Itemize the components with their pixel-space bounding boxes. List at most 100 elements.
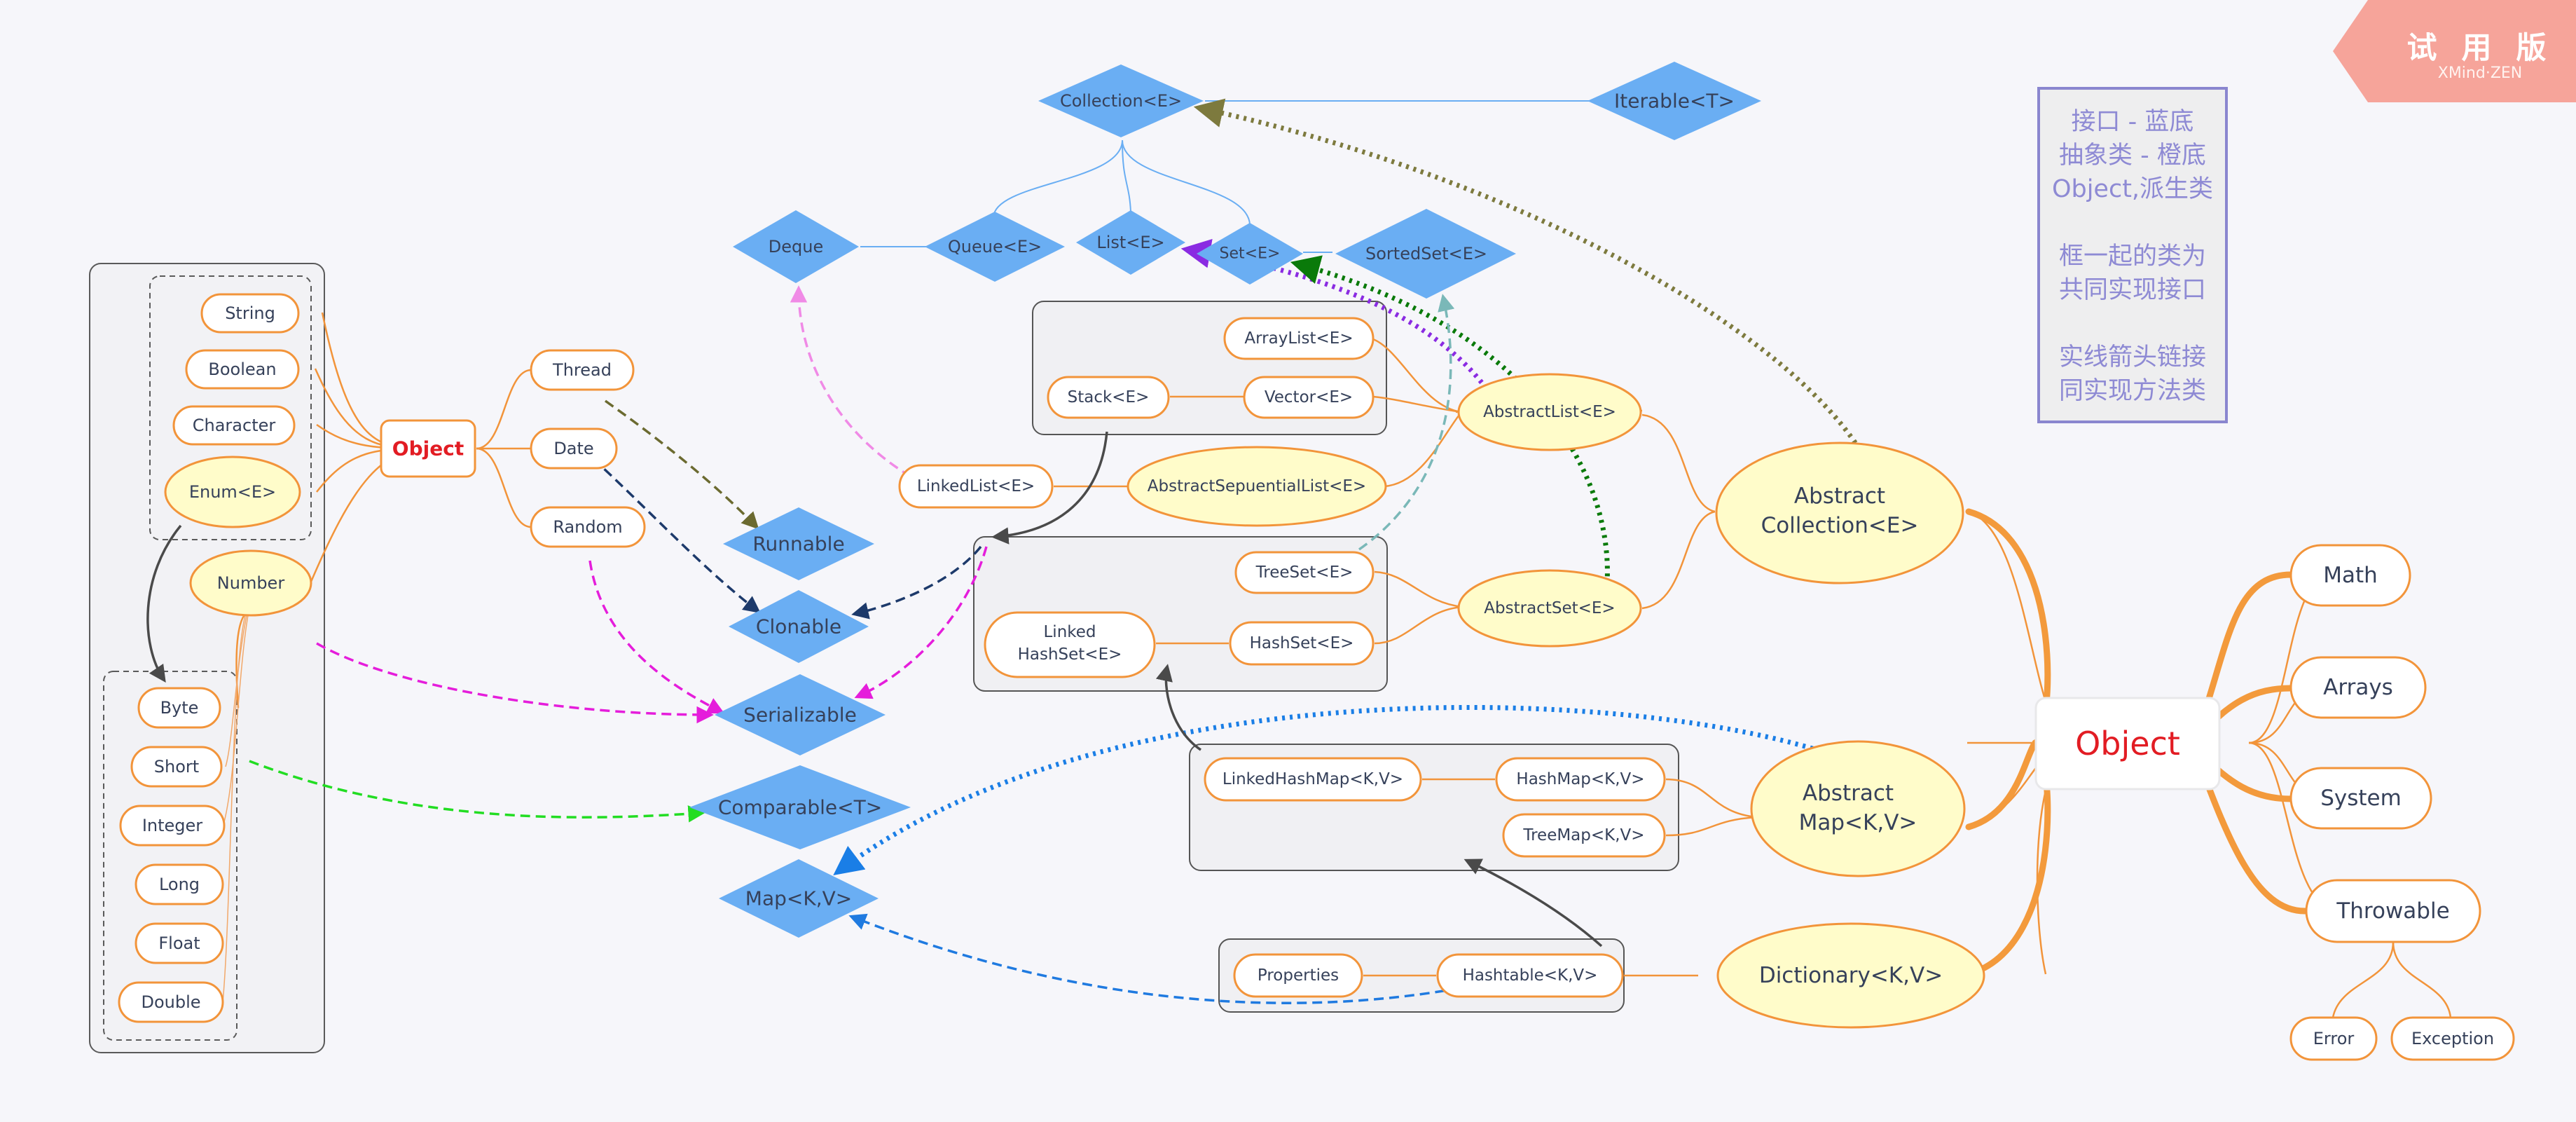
- linked-hashset-label-2: HashSet<E>: [1018, 645, 1122, 664]
- thread-pill[interactable]: [530, 349, 635, 391]
- clonable-label: Clonable: [756, 615, 841, 638]
- comparable-diamond[interactable]: [689, 765, 911, 849]
- trial-watermark-sub: XMind·ZEN: [2437, 64, 2523, 82]
- abstract-list-ellipse[interactable]: [1457, 373, 1642, 451]
- trial-ribbon: [2333, 0, 2576, 102]
- error-pill[interactable]: [2289, 1016, 2378, 1061]
- number-subclass-group: [103, 671, 237, 1041]
- hashmap-pill[interactable]: [1495, 757, 1666, 802]
- object-center-label: Object: [2075, 725, 2180, 762]
- string-pill[interactable]: [200, 293, 300, 334]
- arrays-label: Arrays: [2323, 675, 2393, 700]
- abstract-set-ellipse[interactable]: [1457, 569, 1642, 648]
- abstract-map-label-1: Abstract: [1803, 781, 1894, 806]
- boolean-pill[interactable]: [185, 349, 300, 390]
- abstract-ellipses: [164, 373, 1985, 1029]
- treemap-label: TreeMap<K,V>: [1522, 826, 1644, 844]
- clonable-diamond[interactable]: [729, 590, 869, 663]
- long-label: Long: [159, 875, 200, 894]
- map-diamond[interactable]: [719, 859, 879, 938]
- abstract-list-label: AbstractList<E>: [1483, 403, 1616, 421]
- collection-label: Collection<E>: [1060, 91, 1182, 111]
- string-label: String: [225, 303, 275, 323]
- hashtable-pill[interactable]: [1436, 953, 1624, 998]
- exception-pill[interactable]: [2390, 1016, 2515, 1061]
- abstract-collection-label-2: Collection<E>: [1761, 513, 1919, 538]
- float-pill[interactable]: [135, 922, 224, 964]
- set-diamond[interactable]: [1197, 223, 1303, 285]
- map-label: Map<K,V>: [745, 887, 852, 910]
- serializable-label: Serializable: [743, 704, 857, 727]
- node-labels: Collection<E> Iterable<T> Deque Queue<E>…: [141, 90, 2494, 1049]
- collection-diamond[interactable]: [1038, 64, 1204, 137]
- vector-label: Vector<E>: [1265, 388, 1353, 406]
- sortedset-label: SortedSet<E>: [1365, 244, 1487, 264]
- stack-pill[interactable]: [1047, 376, 1170, 419]
- system-pill[interactable]: [2289, 767, 2432, 830]
- math-label: Math: [2323, 563, 2378, 588]
- legend-line-abstract: 抽象类 - 橙底: [2059, 142, 2206, 170]
- linked-hashset-pill[interactable]: [984, 611, 1156, 678]
- character-label: Character: [193, 416, 276, 435]
- enum-ellipse[interactable]: [164, 456, 301, 528]
- serializable-diamond[interactable]: [715, 674, 886, 755]
- integer-pill[interactable]: [119, 805, 226, 847]
- random-pill[interactable]: [530, 506, 646, 548]
- short-pill[interactable]: [130, 746, 223, 788]
- throwable-pill[interactable]: [2305, 879, 2481, 943]
- linked-hashmap-label: LinkedHashMap<K,V>: [1222, 770, 1403, 788]
- enum-label: Enum<E>: [189, 482, 276, 502]
- error-label: Error: [2313, 1029, 2355, 1048]
- date-pill[interactable]: [530, 427, 618, 470]
- character-pill[interactable]: [172, 405, 296, 446]
- dictionary-ellipse[interactable]: [1716, 922, 1985, 1029]
- deque-diamond[interactable]: [733, 210, 859, 283]
- class-pills: [118, 293, 2515, 1061]
- legend-line-boxed-2: 共同实现接口: [2058, 276, 2206, 304]
- boolean-label: Boolean: [208, 360, 276, 379]
- exception-label: Exception: [2411, 1029, 2494, 1048]
- sortedset-diamond[interactable]: [1335, 209, 1516, 299]
- list-label: List<E>: [1096, 233, 1164, 252]
- double-pill[interactable]: [118, 981, 224, 1023]
- properties-label: Properties: [1258, 966, 1339, 985]
- iterable-diamond[interactable]: [1587, 62, 1761, 140]
- abstract-collection-ellipse[interactable]: [1715, 442, 1964, 584]
- runnable-diamond[interactable]: [723, 507, 874, 580]
- treeset-pill[interactable]: [1234, 551, 1375, 594]
- abstract-seq-list-ellipse[interactable]: [1127, 446, 1387, 527]
- object-center-pill[interactable]: [2034, 697, 2221, 791]
- comparable-label: Comparable<T>: [718, 796, 882, 819]
- byte-pill[interactable]: [137, 687, 221, 729]
- arraylist-pill[interactable]: [1223, 317, 1375, 360]
- set-label: Set<E>: [1220, 245, 1281, 263]
- arrays-pill[interactable]: [2289, 656, 2427, 719]
- long-pill[interactable]: [135, 863, 224, 905]
- interface-diamonds: [689, 62, 1761, 938]
- math-pill[interactable]: [2289, 544, 2411, 607]
- linkedlist-pill[interactable]: [898, 464, 1054, 509]
- byte-label: Byte: [160, 698, 199, 718]
- queue-diamond[interactable]: [925, 212, 1065, 282]
- linked-hashmap-pill[interactable]: [1204, 757, 1422, 802]
- abstract-map-ellipse[interactable]: [1750, 740, 1966, 877]
- treemap-pill[interactable]: [1502, 813, 1666, 858]
- number-ellipse[interactable]: [189, 549, 312, 617]
- iterable-label: Iterable<T>: [1614, 90, 1735, 113]
- legend-line-arrow-2: 同实现方法类: [2058, 377, 2206, 405]
- list-diamond[interactable]: [1076, 210, 1185, 275]
- legend-line-object: Object,派生类: [2051, 175, 2214, 203]
- legend-line-arrow-1: 实线箭头链接: [2058, 343, 2206, 371]
- properties-pill[interactable]: [1233, 953, 1363, 998]
- deque-label: Deque: [769, 237, 823, 256]
- vector-pill[interactable]: [1243, 376, 1375, 419]
- relationship-arrows: [146, 98, 1877, 1004]
- linked-hashset-label-1: Linked: [1043, 623, 1096, 641]
- hashset-pill[interactable]: [1229, 621, 1375, 666]
- abstract-collection-label-1: Abstract: [1794, 484, 1885, 509]
- abstract-map-label-2: Map<K,V>: [1799, 810, 1917, 835]
- legend-line-boxed-1: 框一起的类为: [2058, 242, 2206, 271]
- treeset-label: TreeSet<E>: [1255, 563, 1354, 582]
- object-small-pill[interactable]: [380, 419, 476, 478]
